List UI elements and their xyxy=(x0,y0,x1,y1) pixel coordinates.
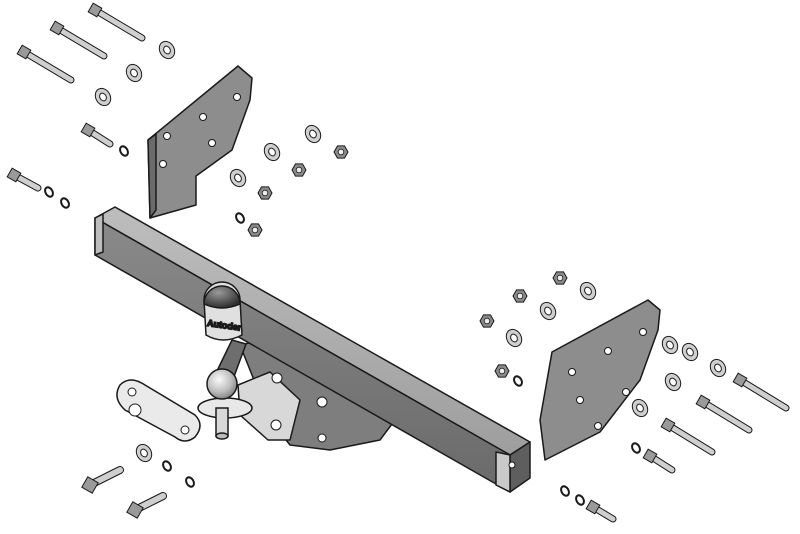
spring-washer-icon xyxy=(560,485,570,497)
bolt-icon xyxy=(732,372,790,412)
washer-icon xyxy=(579,281,597,301)
spring-washer-icon xyxy=(162,460,172,472)
washer-icon xyxy=(664,372,682,392)
spring-washer-icon xyxy=(631,442,641,454)
bolt-icon xyxy=(80,122,114,148)
washer-icon xyxy=(661,335,679,355)
crossbar-beam xyxy=(94,206,531,493)
washer-icon xyxy=(135,443,153,463)
bolt-icon xyxy=(585,499,617,523)
bolt-icon xyxy=(49,20,108,60)
nut-icon xyxy=(257,186,273,200)
nut-icon xyxy=(247,223,263,237)
spring-washer-icon xyxy=(513,375,523,387)
electrical-socket-plate xyxy=(116,379,201,442)
washer-icon xyxy=(229,168,247,188)
bolt-icon xyxy=(87,2,146,42)
washer-icon xyxy=(304,124,322,144)
spring-washer-icon xyxy=(60,197,70,209)
washer-icon xyxy=(709,358,727,378)
bolt-icon xyxy=(81,466,124,494)
nut-icon xyxy=(333,145,349,159)
ball-mount-plate xyxy=(237,339,396,451)
right-mounting-bracket xyxy=(539,299,661,461)
left-mounting-bracket xyxy=(147,65,253,219)
washer-icon xyxy=(125,63,143,83)
nut-icon xyxy=(552,271,568,285)
washer-icon xyxy=(681,342,699,362)
spring-washer-icon xyxy=(44,186,54,198)
bolt-icon xyxy=(642,448,676,474)
fastener-hardware xyxy=(6,2,790,523)
nut-icon xyxy=(494,364,510,378)
washer-icon xyxy=(94,87,112,107)
nut-icon xyxy=(479,314,495,328)
ball-cover: Autoder xyxy=(203,281,243,341)
washer-icon xyxy=(631,398,649,418)
bolt-icon xyxy=(660,417,716,456)
spring-washer-icon xyxy=(185,476,195,488)
washer-icon xyxy=(539,301,557,321)
spring-washer-icon xyxy=(235,212,245,224)
nut-icon xyxy=(512,289,528,303)
spring-washer-icon xyxy=(119,145,129,157)
washer-icon xyxy=(263,142,281,162)
tow-ball xyxy=(197,339,253,440)
spring-washer-icon xyxy=(575,494,585,506)
bolt-icon xyxy=(126,492,167,519)
nut-icon xyxy=(291,163,307,177)
washer-icon xyxy=(158,40,176,60)
bolt-icon xyxy=(695,394,753,434)
bolt-icon xyxy=(16,44,75,84)
bolt-icon xyxy=(6,167,42,192)
washer-icon xyxy=(505,328,523,348)
